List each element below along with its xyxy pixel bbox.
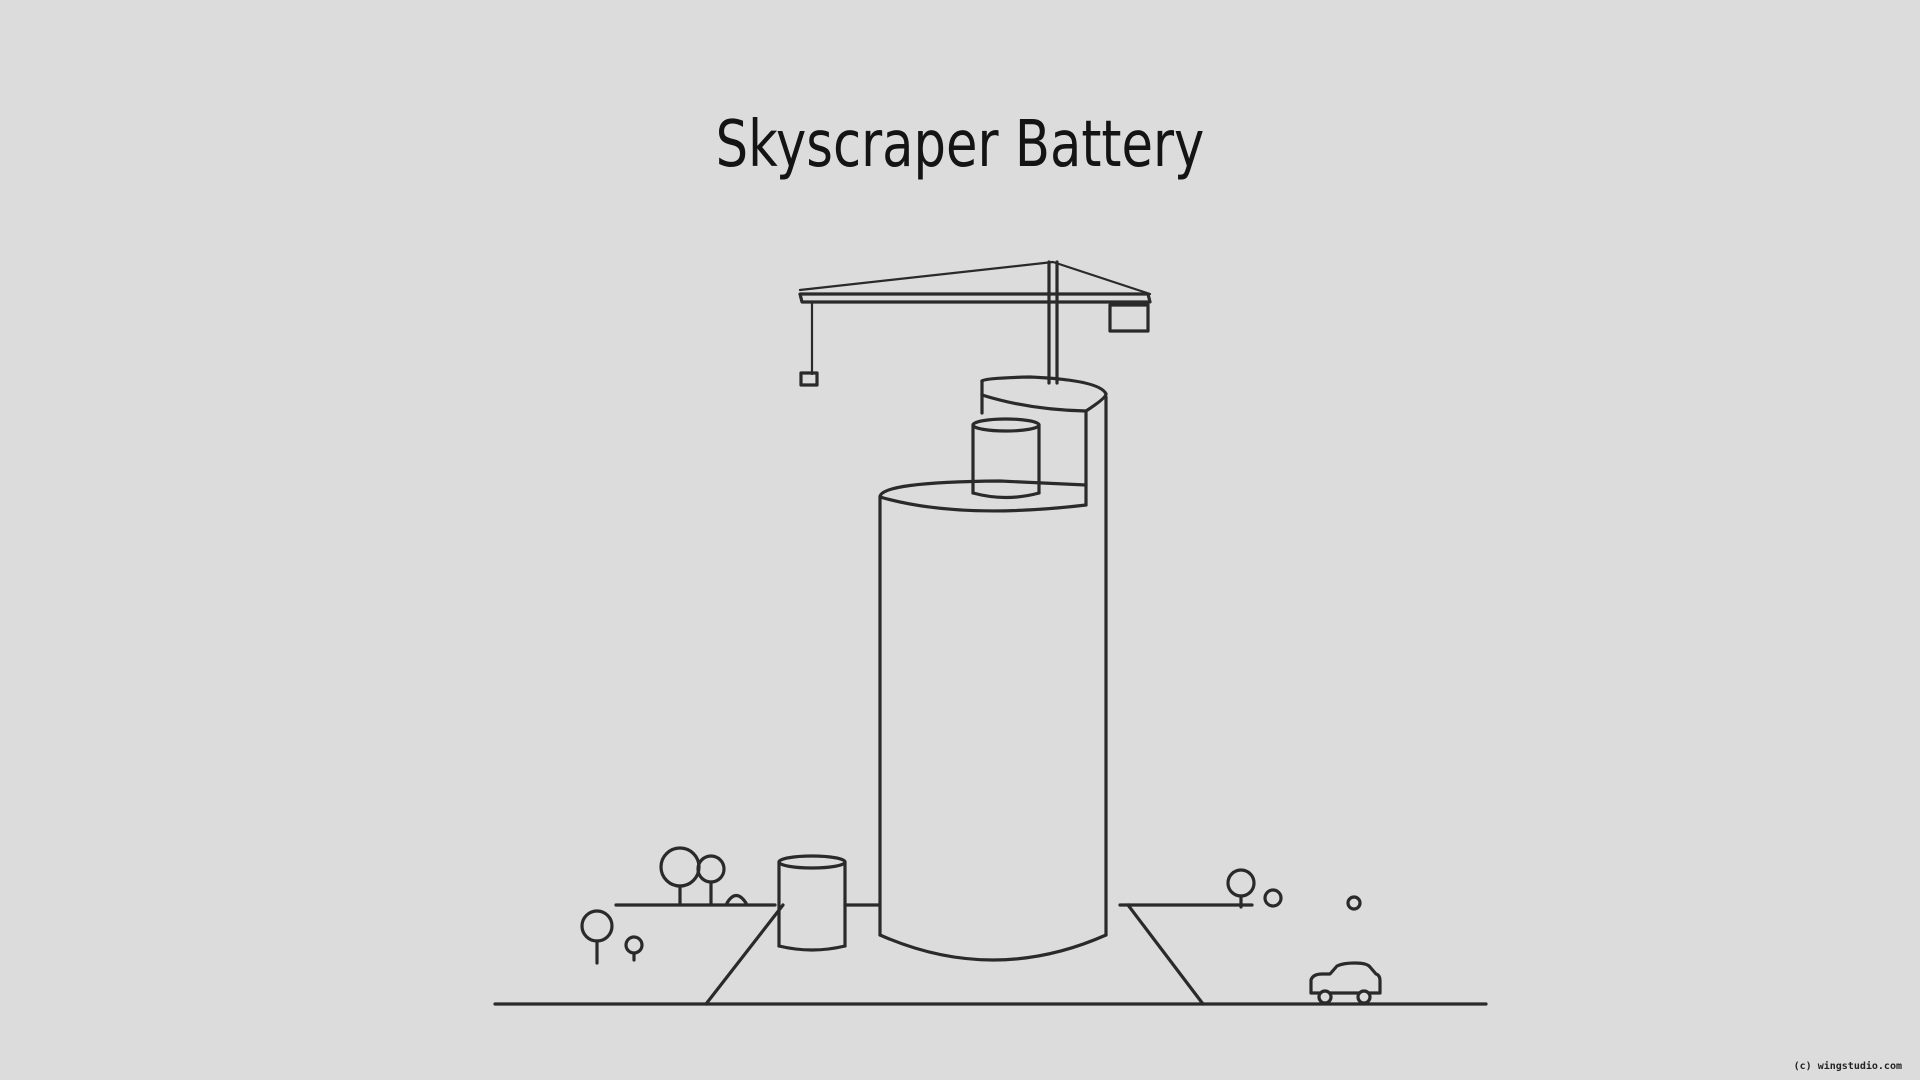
spiral-top-back <box>980 375 1108 396</box>
car-icon <box>1309 961 1382 1005</box>
crane-jib <box>798 292 1152 304</box>
roof-cylinder-top <box>971 417 1041 433</box>
tree-icon <box>659 846 701 905</box>
ground <box>493 903 1488 1006</box>
small-cylinder-top <box>777 854 847 870</box>
crane-tie-right <box>1051 260 1152 296</box>
small-cylinder <box>777 854 880 952</box>
plaza-edge-right <box>1126 903 1205 1006</box>
tree-icon <box>624 935 644 962</box>
crane-counterweight <box>1108 303 1150 333</box>
main-tower <box>878 395 1108 962</box>
spiral-ledge <box>980 393 1088 413</box>
bush-icon <box>1263 888 1283 908</box>
spiral-top-front <box>1084 392 1108 413</box>
main-tower-roof-back <box>878 479 1088 499</box>
page-title: Skyscraper Battery <box>715 108 1205 182</box>
shrub-icon <box>725 893 748 905</box>
crane-tie-left <box>798 260 1055 292</box>
main-tower-base-curve <box>878 933 1108 962</box>
main-tower-roof-front <box>878 495 1088 513</box>
small-cylinder-walls <box>777 860 847 948</box>
copyright-credit: (c) wingstudio.com <box>1793 1061 1902 1072</box>
tree-icon <box>696 854 726 905</box>
roof-cylinder-bottom <box>971 491 1041 500</box>
upper-spiral <box>980 375 1108 507</box>
crane-hook-load <box>799 371 819 387</box>
trees <box>580 846 1362 965</box>
crane <box>798 260 1152 387</box>
crane-mast <box>1047 260 1059 385</box>
bush-icon <box>1346 895 1362 911</box>
tree-icon <box>580 909 614 965</box>
tree-icon <box>1226 868 1256 909</box>
plaza-edge-left <box>704 903 785 1006</box>
roof-cylinder <box>971 417 1041 500</box>
roof-cylinder-walls <box>971 423 1041 495</box>
small-cylinder-bottom <box>777 944 847 952</box>
